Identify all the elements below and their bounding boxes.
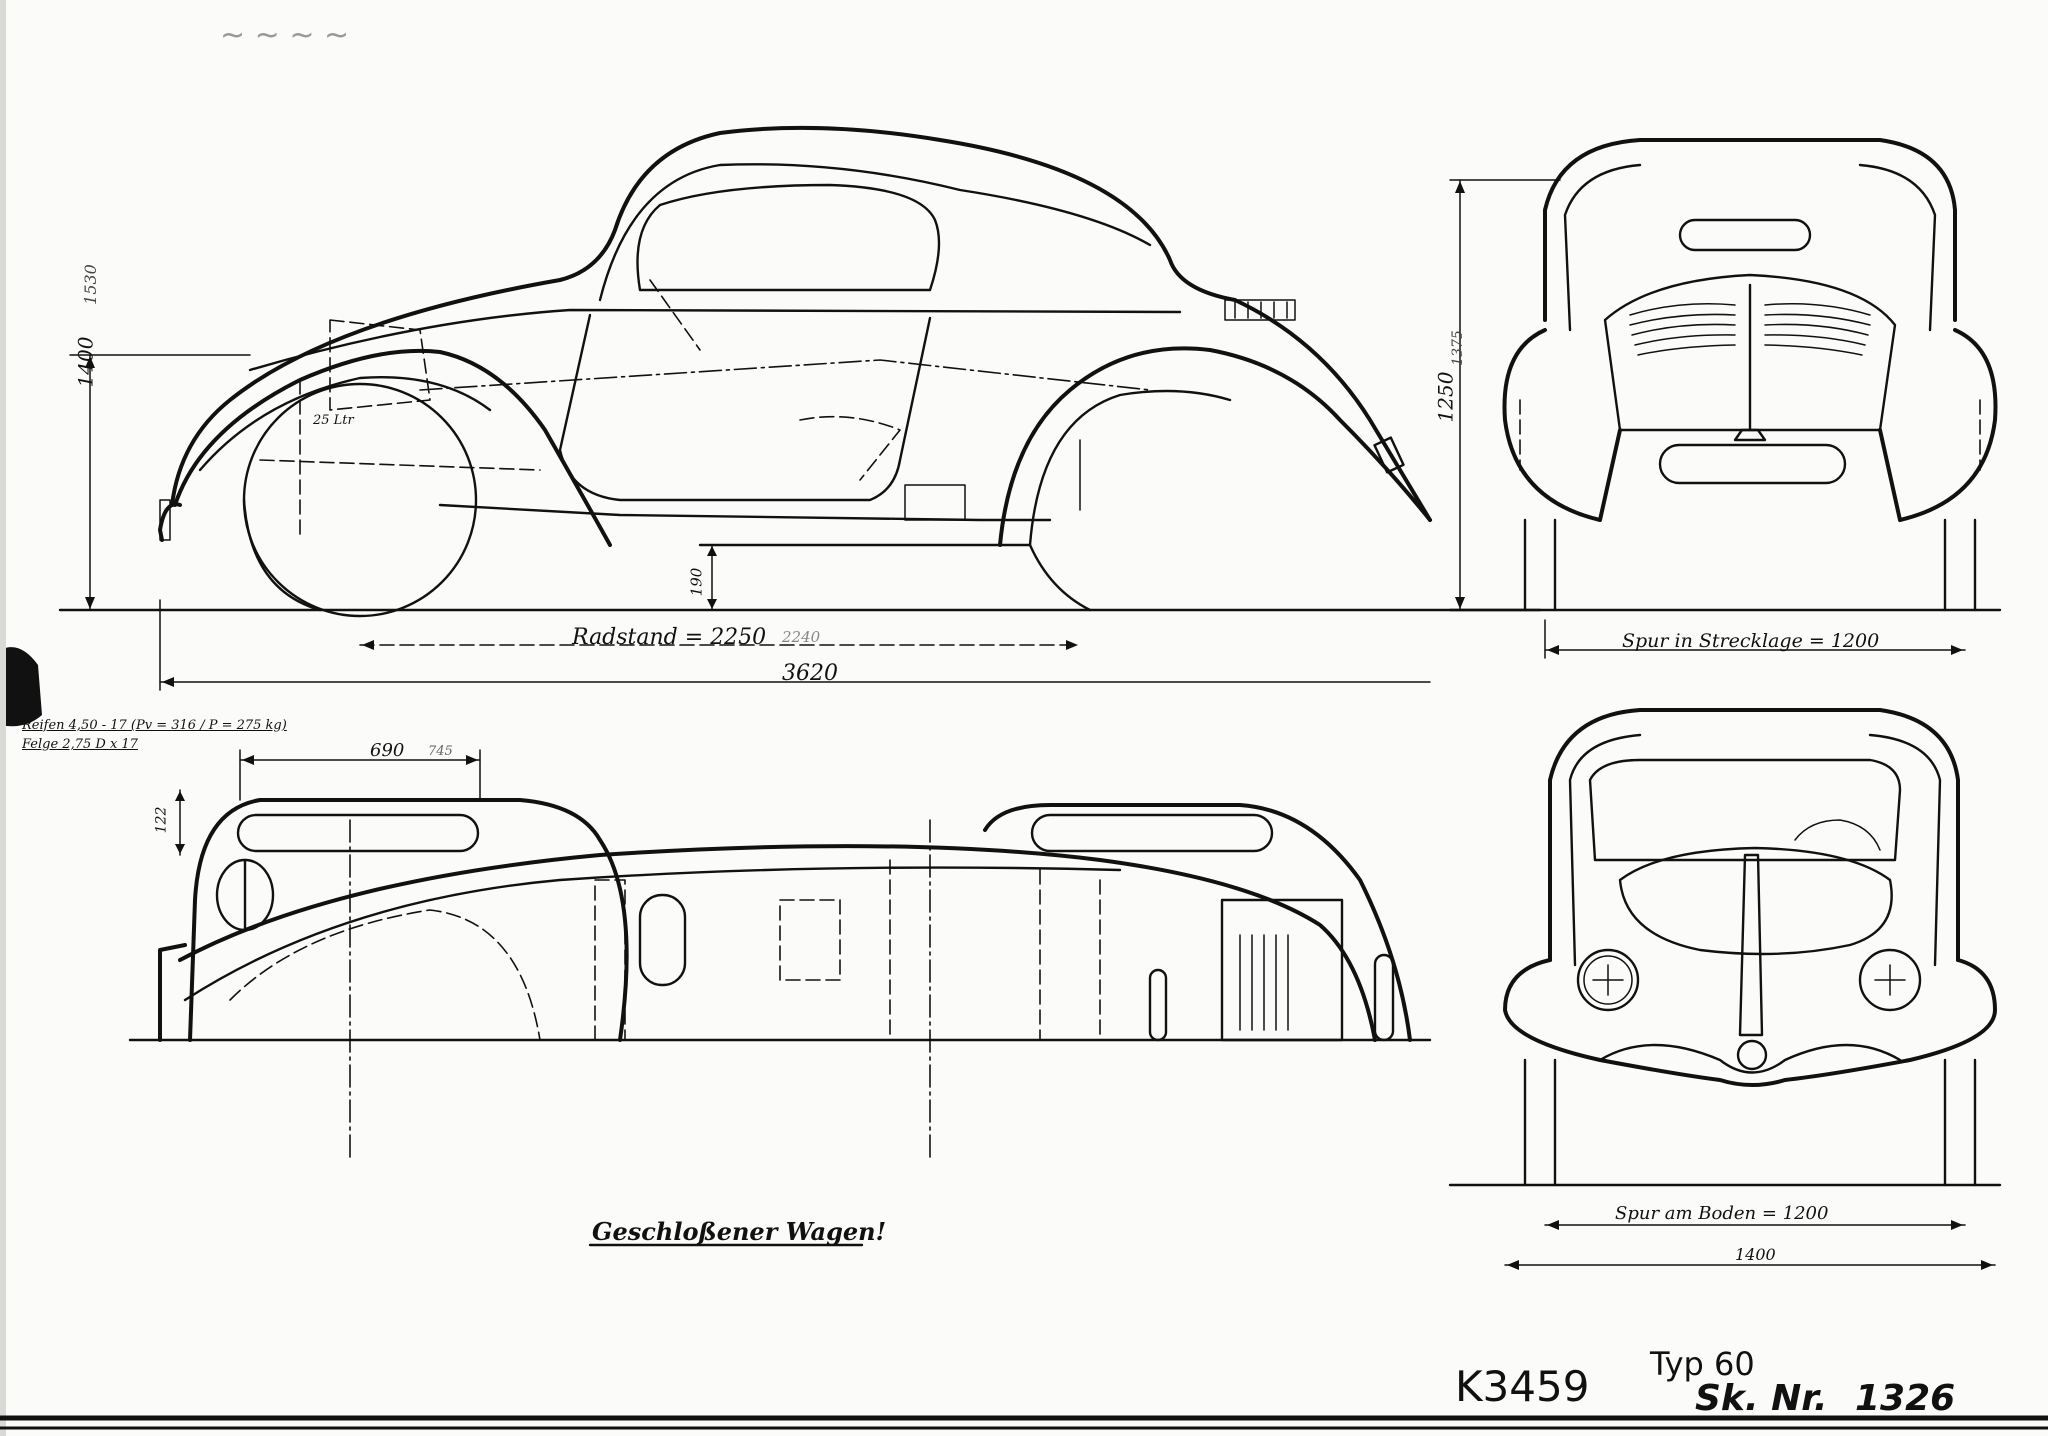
rear-wheel-arc xyxy=(1028,389,1232,547)
plan-tail-light xyxy=(1373,953,1395,1042)
front-valance xyxy=(1598,1043,1902,1074)
front-fender-inner xyxy=(198,376,492,472)
sill-line xyxy=(438,503,1052,522)
drawing-caption: Geschloßener Wagen! xyxy=(592,1217,887,1246)
front-track-label: Spur am Boden = 1200 xyxy=(1615,1203,1829,1224)
front-width-label: 1400 xyxy=(1735,1245,1776,1264)
rear-roof-inner-l xyxy=(1563,163,1642,332)
plan-door-post xyxy=(594,879,626,1041)
front-roof-inner-r xyxy=(1868,733,1942,967)
roof-inner-line xyxy=(598,163,1152,302)
plan-small-label: 122 xyxy=(153,806,170,834)
bumper-block xyxy=(159,499,171,541)
overall-length-label: 3620 xyxy=(782,661,838,686)
engine-lid xyxy=(1603,273,1897,432)
rear-light xyxy=(1373,436,1405,474)
rear-window xyxy=(1678,218,1812,252)
tire-spec-line-2: Felge 2,75 D x 17 xyxy=(22,737,138,752)
front-fender xyxy=(173,348,612,547)
tire-spec-line-1: Reifen 4,50 - 17 (Pv = 316 / P = 275 kg) xyxy=(22,718,287,733)
fuel-tank-outline xyxy=(329,319,431,411)
rear-fender-right xyxy=(1878,328,1998,522)
plan-rear-lamp xyxy=(1030,813,1274,853)
front-roof-inner-l xyxy=(1568,733,1642,967)
plan-mark xyxy=(1148,968,1168,1042)
rear-wheel-lower xyxy=(1028,543,1092,612)
front-width-dimension xyxy=(1504,1260,1996,1270)
door-outline xyxy=(558,313,932,502)
plan-wheelhouse xyxy=(229,909,541,1041)
lid-handle xyxy=(1733,428,1767,442)
rear-height-dimension xyxy=(1449,179,1561,611)
plan-rear-fender xyxy=(983,803,1412,1042)
sketch-number: 1326 xyxy=(1855,1378,1956,1419)
plan-fender-lamp xyxy=(236,813,480,853)
front-track-dimension xyxy=(1544,1220,1966,1230)
front-wheel xyxy=(242,382,478,618)
hood-spine xyxy=(1738,853,1764,1037)
plan-front-fender xyxy=(188,798,629,1042)
rear-height-label-1: 1250 xyxy=(1433,371,1458,423)
plan-side-window xyxy=(638,893,687,987)
height-label-1400: 1400 xyxy=(73,336,98,388)
rear-fender xyxy=(998,346,1432,547)
side-view xyxy=(58,125,1542,691)
front-roof xyxy=(1548,708,1960,962)
headlight-right xyxy=(1858,948,1922,1012)
rear-height-label-2: 1375 xyxy=(1449,330,1466,366)
axle-line xyxy=(259,459,541,471)
rear-view xyxy=(1448,138,2002,659)
wheelbase-dimension xyxy=(359,640,1081,650)
plan-small-dimension xyxy=(175,789,185,856)
rear-fender-left xyxy=(1502,328,1622,522)
rear-track-dimension xyxy=(1544,619,1966,659)
length-dimension xyxy=(159,599,1431,691)
plan-width-faint-label: 745 xyxy=(428,744,453,759)
centerline-1 xyxy=(419,359,1151,391)
plan-width-label: 690 xyxy=(370,740,405,761)
body-roofline xyxy=(170,125,1432,522)
steering-wheel-seen xyxy=(1794,819,1881,851)
hood-ellipse xyxy=(1618,846,1893,956)
archive-number: K3459 xyxy=(1455,1362,1590,1411)
rear-roof-inner-r xyxy=(1858,163,1937,332)
battery-box xyxy=(904,484,966,521)
clearance-label: 190 xyxy=(687,567,706,597)
fuel-tank-label: 25 Ltr xyxy=(313,413,354,428)
front-wheel-lower xyxy=(242,498,322,612)
sketch-label: Sk. Nr. xyxy=(1695,1378,1828,1419)
scan-edge-artifact xyxy=(0,0,42,1436)
engine-lid-vents xyxy=(1629,303,1871,356)
wheelbase-label: Radstand = 2250 xyxy=(572,625,767,650)
plan-seat xyxy=(779,899,841,981)
height-dimension-left xyxy=(69,354,251,611)
plan-view xyxy=(128,749,1432,1161)
side-window xyxy=(636,183,941,292)
front-apron xyxy=(1503,958,1997,1087)
plan-front-bumper xyxy=(158,943,187,1042)
plan-body-outline xyxy=(178,844,1377,1042)
rear-plate xyxy=(1658,443,1847,485)
clearance-dimension xyxy=(707,544,717,611)
seat-outline xyxy=(799,415,901,481)
hood-emblem xyxy=(1736,1039,1768,1071)
wheelbase-faint-label: 2240 xyxy=(782,628,821,646)
front-view xyxy=(1448,708,2002,1270)
headlight-left xyxy=(1576,948,1640,1012)
rear-track-label: Spur in Strecklage = 1200 xyxy=(1622,630,1880,652)
plan-body-inner xyxy=(183,866,1122,1002)
windshield xyxy=(1588,758,1902,862)
height-label-1530: 1530 xyxy=(80,264,100,305)
belt-line xyxy=(248,308,1182,372)
header-scribble: ~ ~ ~ ~ xyxy=(220,18,350,53)
plan-engine-vents xyxy=(1220,898,1344,1042)
type-label: Typ 60 xyxy=(1650,1345,1755,1383)
headlight-left-ring xyxy=(1583,955,1633,1005)
bottom-frame xyxy=(0,1415,2048,1430)
plan-width-dimension xyxy=(239,749,481,801)
steering-column xyxy=(649,279,701,351)
engine-vents xyxy=(1224,299,1296,321)
